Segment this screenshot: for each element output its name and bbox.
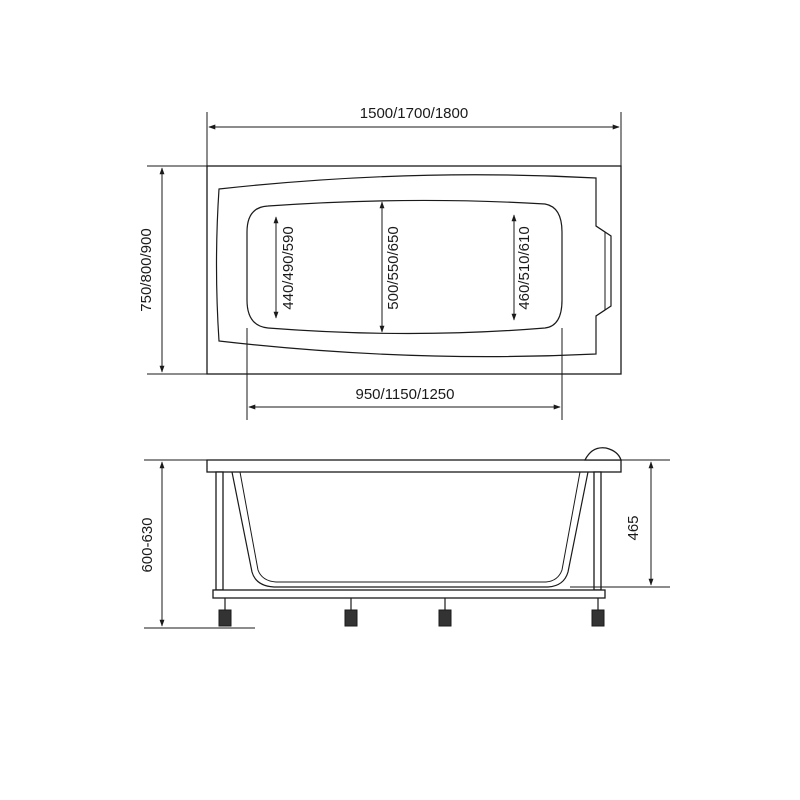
tub-bowl-outline [215,174,612,358]
support-post-right [593,471,602,591]
headrest-side [583,447,622,461]
width-left-label: 440/490/590 [280,226,297,309]
tub-bowl-profile [231,471,589,588]
overall-length-label: 1500/1700/1800 [360,105,468,122]
foot-2 [344,598,358,627]
total-height-label: 600-630 [139,517,156,572]
width-center-label: 500/550/650 [385,226,402,309]
tub-rim-side [206,459,622,473]
foot-4 [591,598,605,627]
foot-1 [218,598,232,627]
tub-rim-outline [206,165,622,375]
side-view: 600-630 465 [139,447,670,629]
support-post-left [215,471,224,591]
tub-floor-outline [246,199,563,335]
foot-3 [438,598,452,627]
top-view: 1500/1700/1800 750/800/900 950/1150/1250… [138,105,622,420]
depth-label: 465 [625,515,642,540]
headrest-notch [595,225,606,317]
width-right-label: 460/510/610 [516,226,533,309]
bottom-length-label: 950/1150/1250 [356,386,455,403]
overall-width-label: 750/800/900 [138,228,155,311]
tub-bowl-inner-profile [239,471,581,583]
base-frame [212,589,606,599]
